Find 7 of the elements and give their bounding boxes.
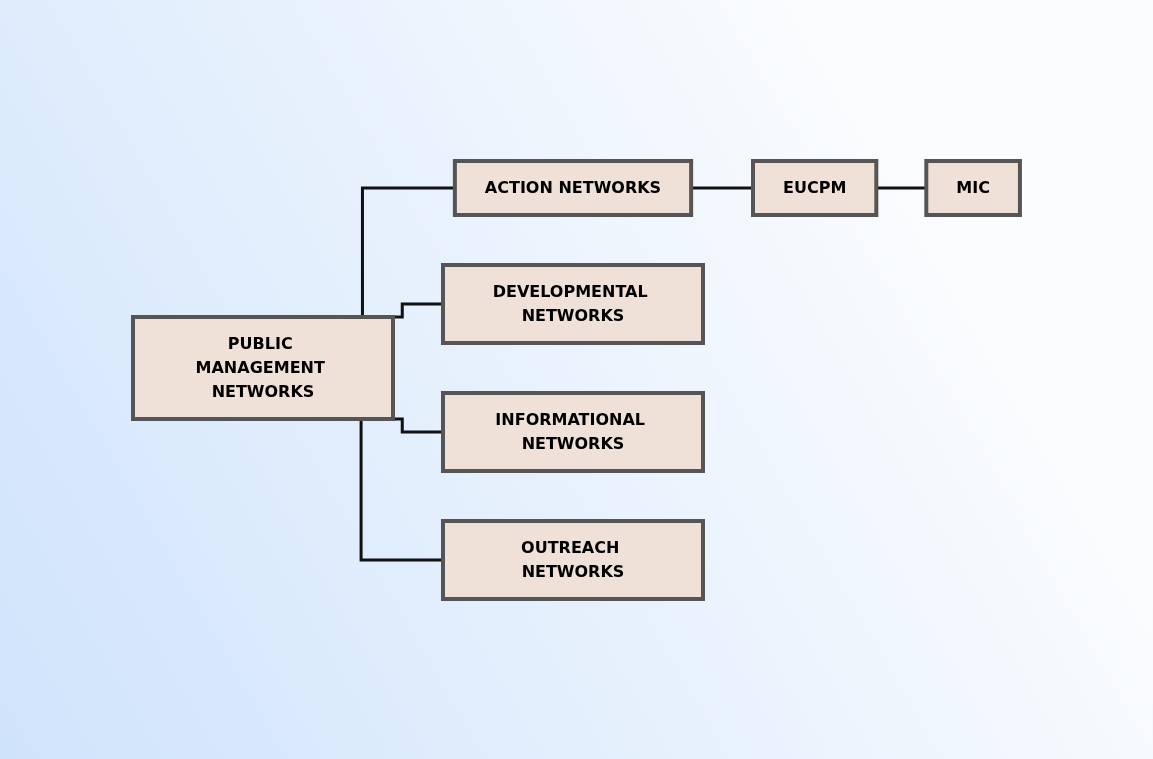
- node-box: MIC: [924, 158, 1022, 217]
- node-box: DEVELOPMENTAL NETWORKS: [441, 262, 706, 345]
- node-box: INFORMATIONAL NETWORKS: [441, 390, 706, 473]
- node-box: ACTION NETWORKS: [452, 158, 694, 217]
- node-box: PUBLIC MANAGEMENT NETWORKS: [131, 314, 396, 421]
- node-box: EUCPM: [751, 158, 879, 217]
- node-box: OUTREACH NETWORKS: [441, 518, 706, 601]
